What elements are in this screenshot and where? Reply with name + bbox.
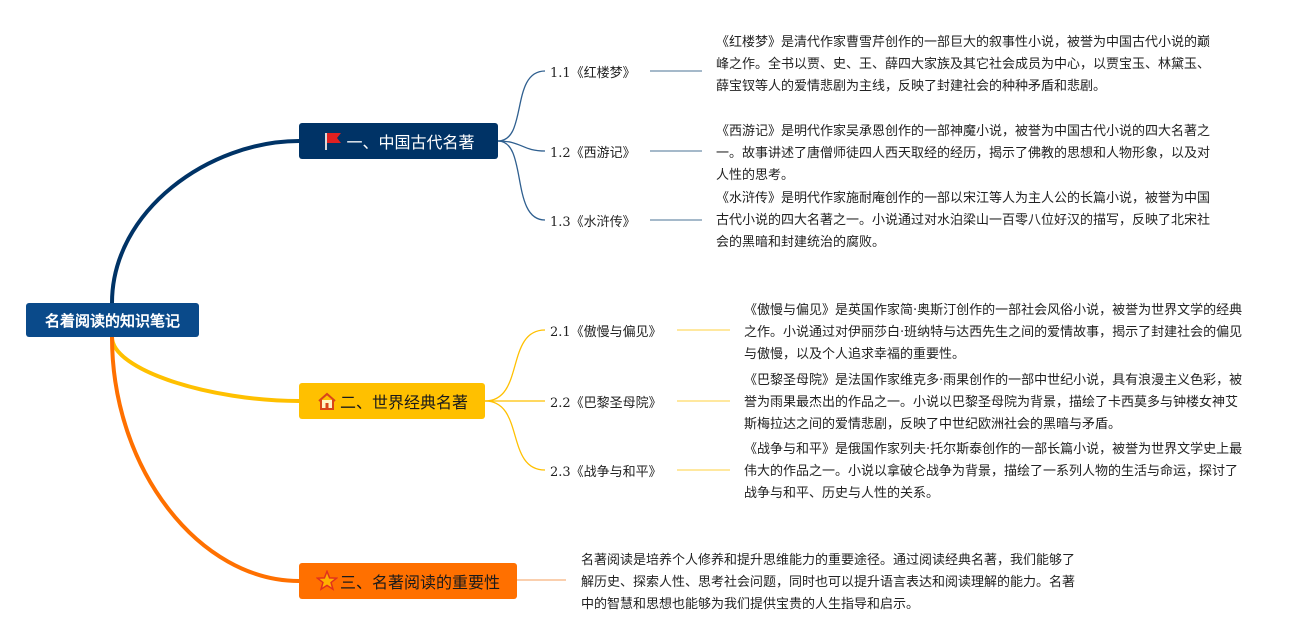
note-xiyouji: 《西游记》是明代作家吴承恩创作的一部神魔小说，被誉为中国古代小说的四大名著之一。…: [716, 124, 1211, 183]
note-pride-and-prejudice: 《傲慢与偏见》是英国作家简·奥斯汀创作的一部社会风俗小说，被誉为世界文学的经典之…: [744, 303, 1243, 362]
root-topic-label: 名着阅读的知识笔记: [44, 311, 180, 330]
root-to-branch2-line: [110, 336, 300, 403]
subtopic-notre-dame[interactable]: 2.2《巴黎圣母院》: [550, 396, 662, 411]
subtopic-hongloumeng[interactable]: 1.1《红楼梦》: [550, 66, 636, 81]
root-to-branch1-line: [110, 139, 300, 304]
branch-reading-importance[interactable]: 三、名著阅读的重要性: [299, 563, 517, 599]
red-flag-icon: [322, 130, 344, 152]
branch-reading-importance-label: 三、名著阅读的重要性: [339, 573, 500, 592]
branch-world-classics-label: 二、世界经典名著: [339, 393, 468, 412]
subtopic-shuihuzhuan[interactable]: 1.3《水浒传》: [550, 215, 636, 230]
root-topic[interactable]: 名着阅读的知识笔记: [26, 303, 199, 337]
subtopic-pride-and-prejudice[interactable]: 2.1《傲慢与偏见》: [550, 325, 662, 340]
note-reading-importance: 名著阅读是培养个人修养和提升思维能力的重要途径。通过阅读经典名著，我们能够了解历…: [581, 553, 1076, 612]
branch-world-classics[interactable]: 二、世界经典名著: [299, 383, 485, 419]
branch1-to-sub2-line: [497, 140, 546, 152]
subtopic-war-and-peace[interactable]: 2.3《战争与和平》: [550, 465, 662, 480]
star-icon: [315, 570, 338, 592]
home-icon: [316, 390, 338, 412]
subtopic-xiyouji[interactable]: 1.2《西游记》: [550, 146, 636, 161]
note-war-and-peace: 《战争与和平》是俄国作家列夫·托尔斯泰创作的一部长篇小说，被誉为世界文学史上最伟…: [744, 442, 1243, 501]
note-notre-dame: 《巴黎圣母院》是法国作家维克多·雨果创作的一部中世纪小说，具有浪漫主义色彩，被誉…: [744, 373, 1243, 432]
branch-chinese-classics[interactable]: 一、中国古代名著: [299, 123, 498, 159]
branch2-to-sub3-line: [484, 400, 546, 471]
branch1-to-sub3-line: [497, 140, 546, 221]
note-shuihuzhuan: 《水浒传》是明代作家施耐庵创作的一部以宋江等人为主人公的长篇小说，被誉为中国古代…: [716, 191, 1211, 250]
root-to-branch3-line: [110, 336, 300, 583]
branch-chinese-classics-label: 一、中国古代名著: [346, 133, 475, 152]
branch1-to-sub1-line: [497, 70, 546, 142]
branch2-to-sub1-line: [484, 329, 546, 402]
note-hongloumeng: 《红楼梦》是清代作家曹雪芹创作的一部巨大的叙事性小说，被誉为中国古代小说的巅峰之…: [716, 35, 1211, 94]
